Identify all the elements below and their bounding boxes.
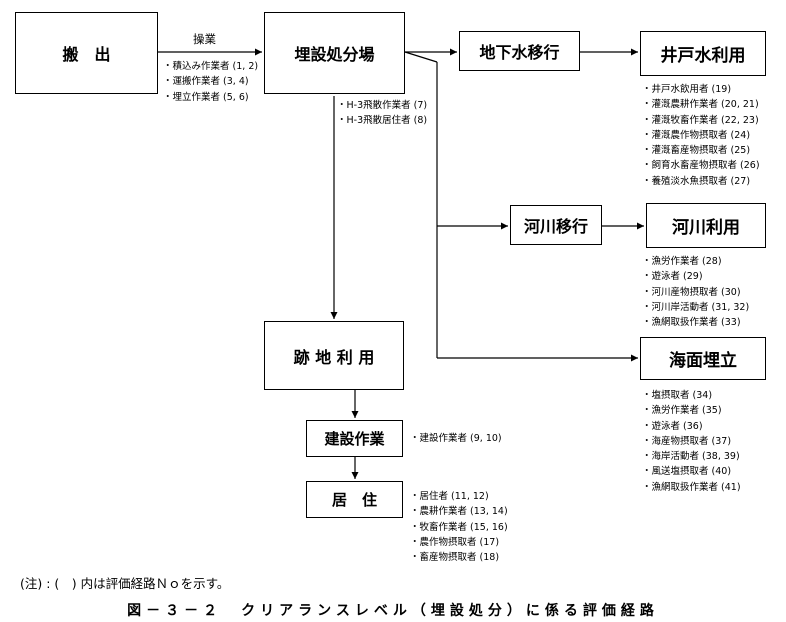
list-item: 海産物摂取者 (37) [642, 434, 741, 449]
list-item: 農作物摂取者 (17) [410, 535, 508, 550]
footnote: (注) : ( ) 内は評価経路Ｎｏを示す。 [20, 576, 230, 591]
list-item: H-3飛散作業者 (7) [337, 98, 428, 113]
branch-diagonal [404, 51, 438, 63]
list-item: 埋立作業者 (5, 6) [163, 90, 258, 105]
box-kyoju: 居 住 [306, 481, 403, 518]
list-item: H-3飛散居住者 (8) [337, 113, 428, 128]
list-idomizu: 井戸水飲用者 (19) 灌漑農耕作業者 (20, 21) 灌漑牧畜作業者 (22… [642, 82, 760, 189]
list-item: 漁網取扱作業者 (33) [642, 315, 749, 330]
box-kasen-iko: 河川移行 [510, 205, 602, 245]
list-item: 灌漑農耕作業者 (20, 21) [642, 97, 760, 112]
box-atochi: 跡 地 利 用 [264, 321, 404, 390]
list-item: 海岸活動者 (38, 39) [642, 449, 741, 464]
list-maisetsu: H-3飛散作業者 (7) H-3飛散居住者 (8) [337, 98, 428, 129]
box-kensetsu: 建設作業 [306, 420, 403, 457]
label-sogyo: 操業 [193, 32, 216, 46]
list-item: 運搬作業者 (3, 4) [163, 74, 258, 89]
list-item: 漁労作業者 (35) [642, 403, 741, 418]
box-idomizu: 井戸水利用 [640, 31, 766, 76]
list-item: 牧畜作業者 (15, 16) [410, 520, 508, 535]
list-kyoju: 居住者 (11, 12) 農耕作業者 (13, 14) 牧畜作業者 (15, 1… [410, 489, 508, 565]
list-item: 漁労作業者 (28) [642, 254, 749, 269]
list-item: 遊泳者 (29) [642, 269, 749, 284]
list-item: 河川産物摂取者 (30) [642, 285, 749, 300]
list-item: 灌漑農作物摂取者 (24) [642, 128, 760, 143]
list-item: 飼育水畜産物摂取者 (26) [642, 158, 760, 173]
list-item: 農耕作業者 (13, 14) [410, 504, 508, 519]
list-item: 灌漑畜産物摂取者 (25) [642, 143, 760, 158]
list-kensetsu: 建設作業者 (9, 10) [410, 431, 502, 446]
figure-caption: 図－３－２ クリアランスレベル（埋設処分）に係る評価経路 [127, 603, 659, 619]
list-item: 積込み作業者 (1, 2) [163, 59, 259, 74]
list-kasen: 漁労作業者 (28) 遊泳者 (29) 河川産物摂取者 (30) 河川岸活動者 … [642, 254, 750, 330]
list-kaimen: 塩摂取者 (34) 漁労作業者 (35) 遊泳者 (36) 海産物摂取者 (37… [642, 388, 741, 495]
list-item: 灌漑牧畜作業者 (22, 23) [642, 113, 760, 128]
box-maisetsu: 埋設処分場 [264, 12, 405, 94]
box-hanshutsu: 搬 出 [15, 12, 158, 94]
list-sogyo: 積込み作業者 (1, 2) 運搬作業者 (3, 4) 埋立作業者 (5, 6) [163, 59, 259, 105]
list-item: 河川岸活動者 (31, 32) [642, 300, 750, 315]
list-item: 畜産物摂取者 (18) [410, 550, 508, 565]
list-item: 塩摂取者 (34) [642, 388, 741, 403]
list-item: 風送塩摂取者 (40) [642, 464, 741, 479]
box-kasen-riyo: 河川利用 [646, 203, 766, 248]
box-chikasui: 地下水移行 [459, 31, 580, 71]
list-item: 建設作業者 (9, 10) [410, 431, 502, 446]
list-item: 居住者 (11, 12) [410, 489, 508, 504]
list-item: 井戸水飲用者 (19) [642, 82, 760, 97]
list-item: 養殖淡水魚摂取者 (27) [642, 174, 760, 189]
box-kaimen: 海面埋立 [640, 337, 766, 380]
list-item: 遊泳者 (36) [642, 419, 741, 434]
list-item: 漁網取扱作業者 (41) [642, 480, 741, 495]
